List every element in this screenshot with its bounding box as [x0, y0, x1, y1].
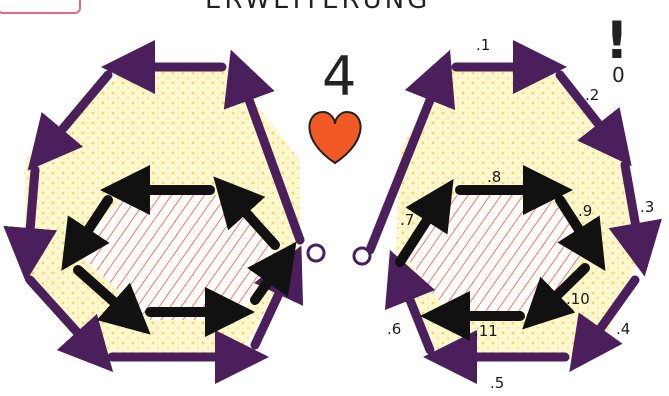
label-1: .1	[476, 36, 490, 54]
heart-icon	[309, 112, 360, 163]
exclamation-mark: !	[605, 11, 629, 71]
label-11: .11	[474, 322, 498, 340]
label-2: .2	[585, 86, 599, 104]
step-number: 4	[322, 45, 356, 108]
label-7: .7	[400, 211, 414, 229]
label-6: .6	[387, 320, 401, 338]
left-end-ring	[308, 245, 324, 261]
right-motif	[354, 65, 640, 357]
label-10: .10	[566, 290, 590, 308]
label-5: .5	[490, 374, 504, 392]
header-badge	[0, 0, 80, 13]
exclamation-sub: 0	[612, 63, 625, 87]
label-4: .4	[616, 320, 630, 338]
label-3: .3	[640, 198, 654, 216]
header-title: ERWEITERUNG	[205, 0, 430, 15]
right-start-ring	[354, 248, 370, 264]
label-9: .9	[578, 202, 592, 220]
label-8: .8	[487, 168, 501, 186]
left-motif	[25, 65, 324, 357]
